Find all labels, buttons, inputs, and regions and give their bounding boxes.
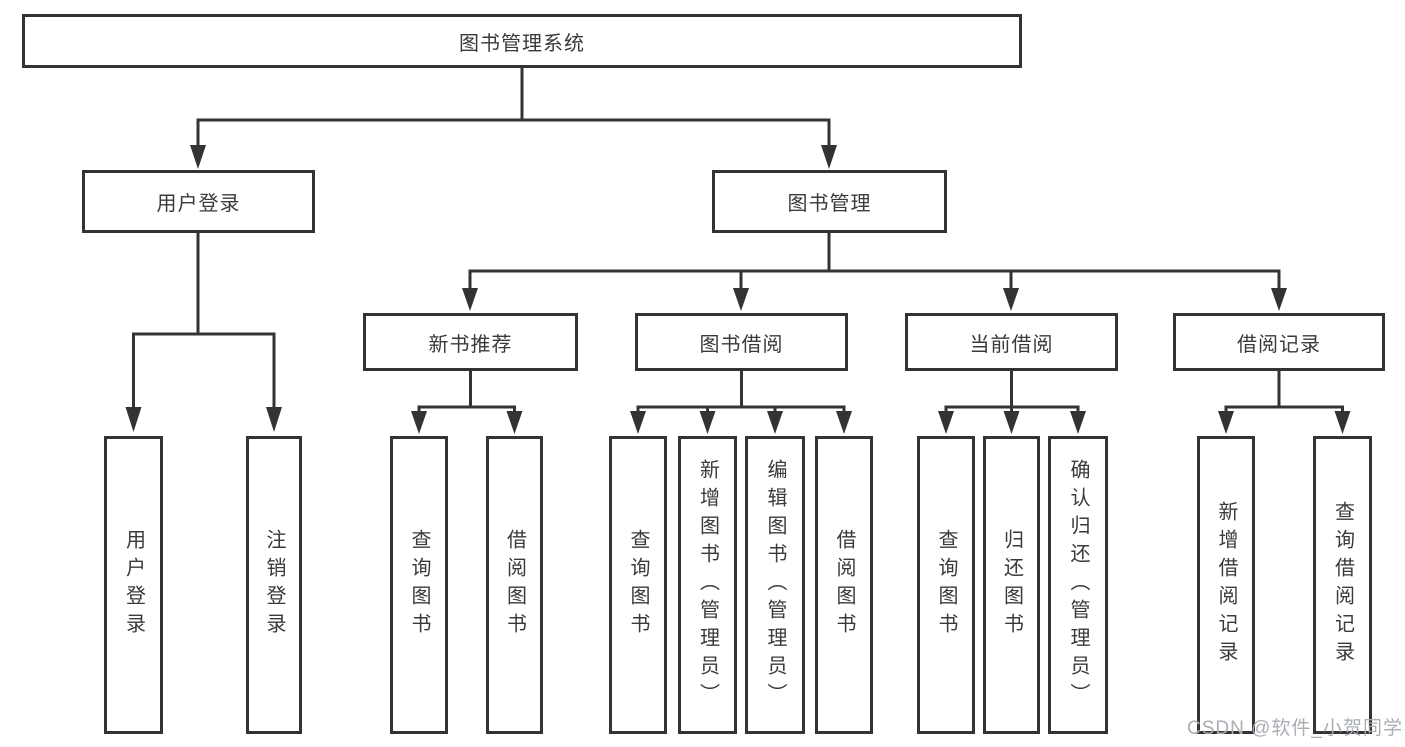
arrow-down-icon [1218, 411, 1234, 434]
leaf-add-books-admin: 新增图书（管理员） [678, 436, 737, 734]
node-label: 编辑图书（管理员） [764, 459, 786, 711]
arrow-down-icon [836, 411, 852, 434]
node-label: 用户登录 [122, 529, 145, 641]
arrow-down-icon [462, 288, 478, 311]
node-label: 新增图书（管理员） [696, 459, 719, 711]
leaf-query-books-borrow: 查询图书 [609, 436, 667, 734]
arrow-down-icon [699, 411, 716, 434]
arrow-down-icon [1271, 288, 1287, 311]
node-label: 确认归还（管理员） [1067, 459, 1089, 711]
node-label: 用户登录 [156, 193, 241, 215]
node-book-management: 图书管理 [712, 170, 947, 233]
leaf-add-borrow-record: 新增借阅记录 [1197, 436, 1255, 734]
leaf-borrow-books-borrow: 借阅图书 [815, 436, 873, 734]
node-label: 借阅记录 [1237, 333, 1321, 356]
node-book-borrowing: 图书借阅 [635, 313, 848, 371]
node-label: 图书管理系统 [459, 32, 585, 55]
leaf-borrow-books-newbook: 借阅图书 [486, 436, 543, 734]
arrow-down-icon [190, 145, 206, 169]
node-new-book-recommendation: 新书推荐 [363, 313, 578, 371]
node-label: 图书借阅 [699, 333, 784, 356]
node-label: 借阅图书 [503, 529, 526, 641]
arrow-down-icon [1070, 411, 1086, 434]
node-label: 查询图书 [627, 529, 649, 641]
node-user-login: 用户登录 [82, 170, 315, 233]
node-label: 新增借阅记录 [1215, 501, 1237, 669]
node-root-system: 图书管理系统 [22, 14, 1022, 68]
node-label: 新书推荐 [428, 333, 513, 356]
arrow-down-icon [821, 145, 837, 169]
arrow-down-icon [630, 411, 646, 434]
arrow-down-icon [411, 411, 427, 434]
node-label: 注销登录 [263, 529, 285, 641]
leaf-query-borrow-record: 查询借阅记录 [1313, 436, 1372, 734]
node-label: 图书管理 [787, 193, 872, 215]
arrow-down-icon [733, 288, 749, 311]
leaf-return-books: 归还图书 [983, 436, 1040, 734]
leaf-confirm-return-admin: 确认归还（管理员） [1048, 436, 1108, 734]
leaf-query-books-newbook: 查询图书 [390, 436, 448, 734]
arrow-down-icon [938, 411, 954, 434]
node-label: 当前借阅 [969, 333, 1054, 356]
leaf-user-login: 用户登录 [104, 436, 163, 734]
node-label: 归还图书 [1000, 529, 1023, 641]
arrow-down-icon [1334, 411, 1351, 434]
leaf-edit-books-admin: 编辑图书（管理员） [745, 436, 805, 734]
csdn-watermark: CSDN @软件_小贺同学 [1187, 718, 1403, 739]
node-current-borrowing: 当前借阅 [905, 313, 1118, 371]
arrow-down-icon [125, 407, 142, 432]
node-label: 查询图书 [408, 529, 430, 641]
arrow-down-icon [506, 411, 523, 434]
node-label: 借阅图书 [833, 529, 855, 641]
leaf-logout: 注销登录 [246, 436, 302, 734]
node-borrowing-records: 借阅记录 [1173, 313, 1385, 371]
arrow-down-icon [767, 411, 783, 434]
node-label: 查询借阅记录 [1331, 501, 1354, 669]
arrow-down-icon [1003, 411, 1020, 434]
arrow-down-icon [266, 407, 282, 432]
arrow-down-icon [1003, 288, 1019, 311]
node-label: 查询图书 [935, 529, 957, 641]
leaf-query-books-current: 查询图书 [917, 436, 975, 734]
